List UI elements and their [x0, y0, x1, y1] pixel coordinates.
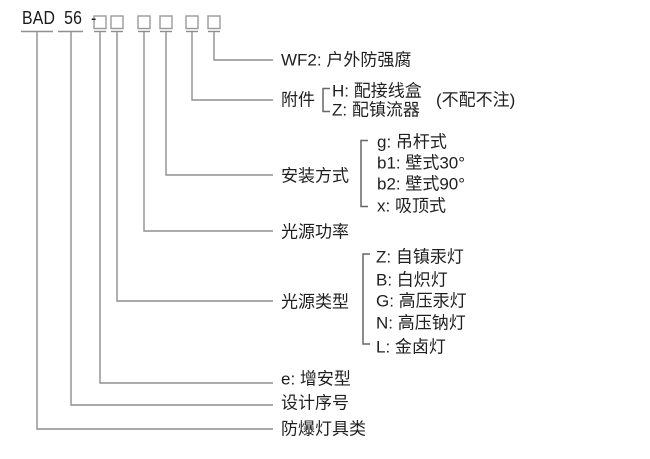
wf2-label: WF2: 户外防强腐: [281, 50, 412, 70]
connector-wf2: [213, 31, 273, 61]
power-label: 光源功率: [281, 222, 349, 242]
mounting-label: 安装方式: [281, 166, 349, 186]
model-prefix: BAD: [22, 8, 56, 28]
connector-source-type: [116, 31, 273, 302]
accessory-note: (不配不注): [436, 90, 516, 110]
source-type-label: 光源类型: [281, 292, 349, 312]
mounting-item: x: 吸顶式: [377, 196, 446, 216]
mounting-bracket: [360, 139, 368, 208]
mounting-item: b1: 壁式30°: [377, 153, 466, 173]
source-type-item: L: 金卤灯: [376, 337, 446, 357]
code-box-6: [207, 15, 221, 30]
connector-accessory: [191, 31, 273, 101]
accessory-label: 附件: [281, 90, 315, 110]
safety-type-label: e: 增安型: [281, 369, 351, 389]
design-serial-label: 设计序号: [281, 393, 349, 413]
accessory-bracket: [322, 87, 330, 113]
model-separator: -: [91, 8, 97, 28]
model-code: BAD 56 -: [22, 8, 96, 29]
source-type-item: Z: 自镇汞灯: [376, 247, 464, 267]
code-box-5: [185, 15, 199, 30]
connector-power: [143, 31, 273, 232]
source-type-item: B: 白炽灯: [376, 270, 448, 290]
connector-design-serial: [70, 31, 273, 406]
code-box-2: [110, 15, 124, 30]
connector-mounting: [165, 31, 273, 176]
model-series: 56: [64, 8, 83, 28]
source-type-item: N: 高压钠灯: [376, 313, 466, 333]
accessory-item: Z: 配镇流器: [332, 100, 420, 120]
connector-safety-type: [99, 31, 273, 384]
mounting-item: b2: 壁式90°: [377, 174, 466, 194]
code-box-1: [93, 15, 107, 30]
code-box-3: [137, 15, 151, 30]
accessory-item: H: 配接线盒: [332, 81, 422, 101]
source-bracket: [362, 253, 370, 345]
source-type-item: G: 高压汞灯: [376, 291, 467, 311]
mounting-item: g: 吊杆式: [377, 132, 447, 152]
connector-category: [36, 31, 273, 430]
category-label: 防爆灯具类: [281, 419, 366, 439]
code-box-4: [159, 15, 173, 30]
